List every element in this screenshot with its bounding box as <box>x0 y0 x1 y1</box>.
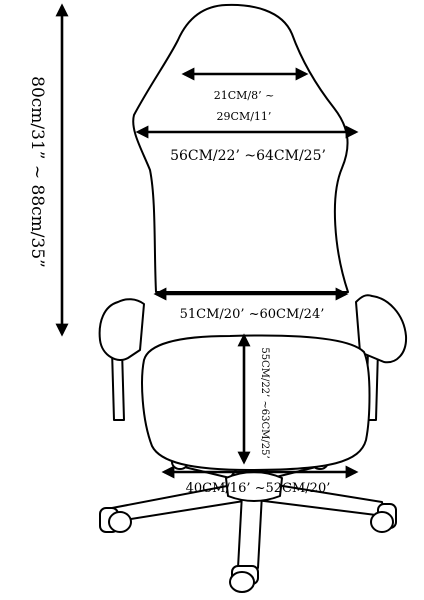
seat-depth-label: 55CM/22’ ~63CM/25’ <box>259 347 270 458</box>
caster-wheel-front <box>229 565 259 593</box>
shoulder-width-label: 56CM/22’ ~64CM/25’ <box>170 148 326 164</box>
chair-base <box>99 454 397 593</box>
base-leg-front <box>237 493 263 569</box>
headrest-width-label-line1: 21CM/8’ ~ <box>214 89 275 102</box>
lower-back-width-label: 51CM/20’ ~60CM/24’ <box>180 307 325 322</box>
headrest-width-label-line2: 29CM/11’ <box>217 110 272 123</box>
caster-wheel-right <box>370 503 397 533</box>
seat-cushion <box>141 334 371 471</box>
armrest-left <box>98 298 145 421</box>
armrest-right <box>355 294 408 421</box>
seat-width-label: 40CM/16’ ~52CM/20’ <box>186 481 331 496</box>
caster-wheel-left <box>99 507 132 533</box>
total-height-label: 80cm/31” ~ 88cm/35” <box>27 76 47 268</box>
